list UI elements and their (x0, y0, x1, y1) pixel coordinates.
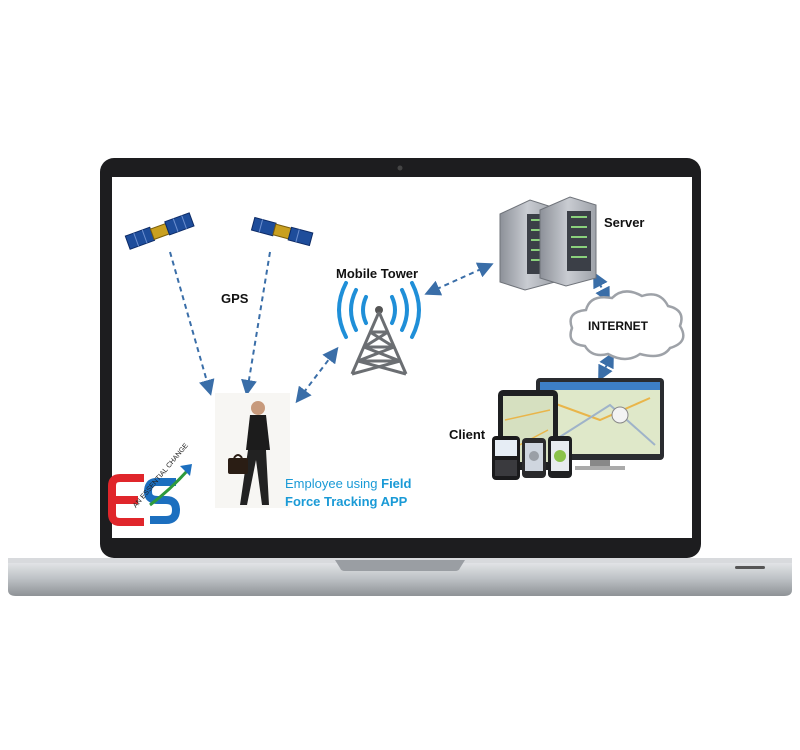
mobile-tower-label: Mobile Tower (336, 266, 419, 281)
es-logo (108, 464, 192, 526)
caption-plain: Employee using (285, 476, 382, 491)
cloud-icon (569, 290, 685, 361)
arrow-employee-tower (295, 346, 339, 404)
gps-label: GPS (221, 291, 249, 306)
caption-bold-2: Force Tracking APP (285, 494, 408, 509)
arrow-sat1-employee (169, 251, 215, 396)
employee-figure (215, 393, 290, 508)
arrow-server-internet (593, 271, 610, 304)
arrow-internet-client (598, 351, 614, 382)
tower-icon (337, 281, 421, 376)
server-label: Server (604, 215, 645, 230)
client-label: Client (449, 427, 486, 442)
laptop-frame (8, 158, 792, 596)
internet-label: INTERNET (588, 319, 648, 333)
connection-arrows (169, 251, 614, 404)
laptop-base (8, 560, 792, 596)
caption-bold-1: Field (381, 476, 412, 491)
satellite-icon (250, 216, 314, 247)
server-icon (499, 196, 597, 291)
employee-caption: Employee using Field Force Tracking APP (285, 475, 445, 511)
satellite-icon (124, 212, 195, 250)
arrow-tower-server (424, 262, 494, 296)
arrow-sat2-employee (241, 251, 271, 396)
devices-icon (492, 378, 664, 480)
